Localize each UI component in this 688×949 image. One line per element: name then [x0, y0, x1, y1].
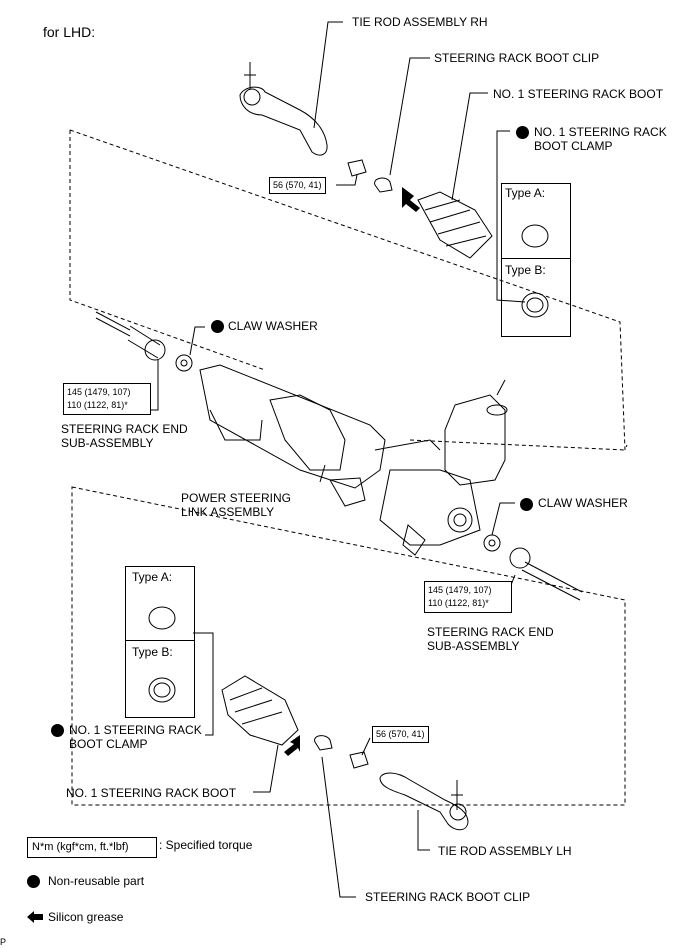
- torque-tie-rod-nut-top: 56 (570, 41): [269, 177, 326, 194]
- label-boot-clamp-bottom-2: BOOT CLAMP: [69, 737, 148, 751]
- torque-rack-end-left-1: 145 (1479, 107): [67, 387, 131, 397]
- label-type-b-top: Type B:: [505, 263, 546, 277]
- label-type-a-top: Type A:: [505, 186, 546, 200]
- label-power-link-1: POWER STEERING: [181, 491, 292, 505]
- label-type-a-bottom: Type A:: [132, 570, 173, 584]
- non-reusable-dot-icon: [51, 724, 64, 737]
- legend-torque-desc: : Specified torque: [159, 838, 253, 852]
- label-rack-end-right-2: SUB-ASSEMBLY: [427, 639, 520, 653]
- rack-housing: [199, 364, 386, 489]
- non-reusable-dot-icon: [516, 126, 529, 139]
- silicon-grease-arrow-icon: [27, 911, 43, 923]
- label-tie-rod-rh: TIE ROD ASSEMBLY RH: [352, 15, 488, 29]
- label-boot-clamp-top-2: BOOT CLAMP: [534, 139, 613, 153]
- label-rack-end-right-1: STEERING RACK END: [427, 625, 554, 639]
- torque-rack-end-right-2: 110 (1122, 81)*: [428, 598, 489, 608]
- torque-rack-end-right: 145 (1479, 107) 110 (1122, 81)*: [424, 581, 512, 613]
- label-rack-boot-top: NO. 1 STEERING RACK BOOT: [493, 87, 664, 101]
- label-boot-clip-top: STEERING RACK BOOT CLIP: [434, 51, 600, 65]
- non-reusable-dot-icon: [211, 320, 224, 333]
- label-boot-clamp-bottom-1: NO. 1 STEERING RACK: [69, 723, 202, 737]
- upper-dashed-region: [69, 129, 628, 451]
- type-box-divider: [502, 258, 570, 259]
- label-type-b-bottom: Type B:: [132, 645, 173, 659]
- type-box-bottom: [125, 566, 195, 718]
- torque-rack-end-left: 145 (1479, 107) 110 (1122, 81)*: [63, 383, 151, 415]
- label-tie-rod-lh: TIE ROD ASSEMBLY LH: [438, 844, 572, 858]
- torque-tie-rod-nut-bottom: 56 (570, 41): [372, 726, 429, 743]
- type-box-divider: [126, 640, 194, 641]
- type-box-top: [501, 183, 571, 337]
- legend-torque-box: N*m (kgf*cm, ft.*lbf): [27, 837, 157, 858]
- variant-header: for LHD:: [43, 24, 96, 40]
- footer-code: P: [0, 937, 7, 947]
- lower-dashed-region: [71, 486, 626, 806]
- label-claw-washer-right: CLAW WASHER: [538, 496, 628, 510]
- non-reusable-dot-icon: [520, 498, 533, 511]
- label-rack-boot-bottom: NO. 1 STEERING RACK BOOT: [66, 786, 237, 800]
- torque-rack-end-right-1: 145 (1479, 107): [428, 585, 492, 595]
- torque-rack-end-left-2: 110 (1122, 81)*: [67, 400, 128, 410]
- label-rack-end-left-1: STEERING RACK END: [61, 422, 188, 436]
- legend-nonreusable: Non-reusable part: [48, 874, 145, 888]
- label-claw-washer-left: CLAW WASHER: [228, 319, 318, 333]
- label-boot-clamp-top-1: NO. 1 STEERING RACK: [534, 125, 667, 139]
- grease-arrow-bottom: [284, 735, 300, 756]
- label-power-link-2: LINK ASSEMBLY: [181, 505, 275, 519]
- label-rack-end-left-2: SUB-ASSEMBLY: [61, 436, 154, 450]
- label-boot-clip-bottom: STEERING RACK BOOT CLIP: [365, 890, 531, 904]
- grease-arrow-top: [402, 187, 420, 212]
- non-reusable-dot-icon: [27, 875, 40, 888]
- legend-grease: Silicon grease: [48, 910, 124, 924]
